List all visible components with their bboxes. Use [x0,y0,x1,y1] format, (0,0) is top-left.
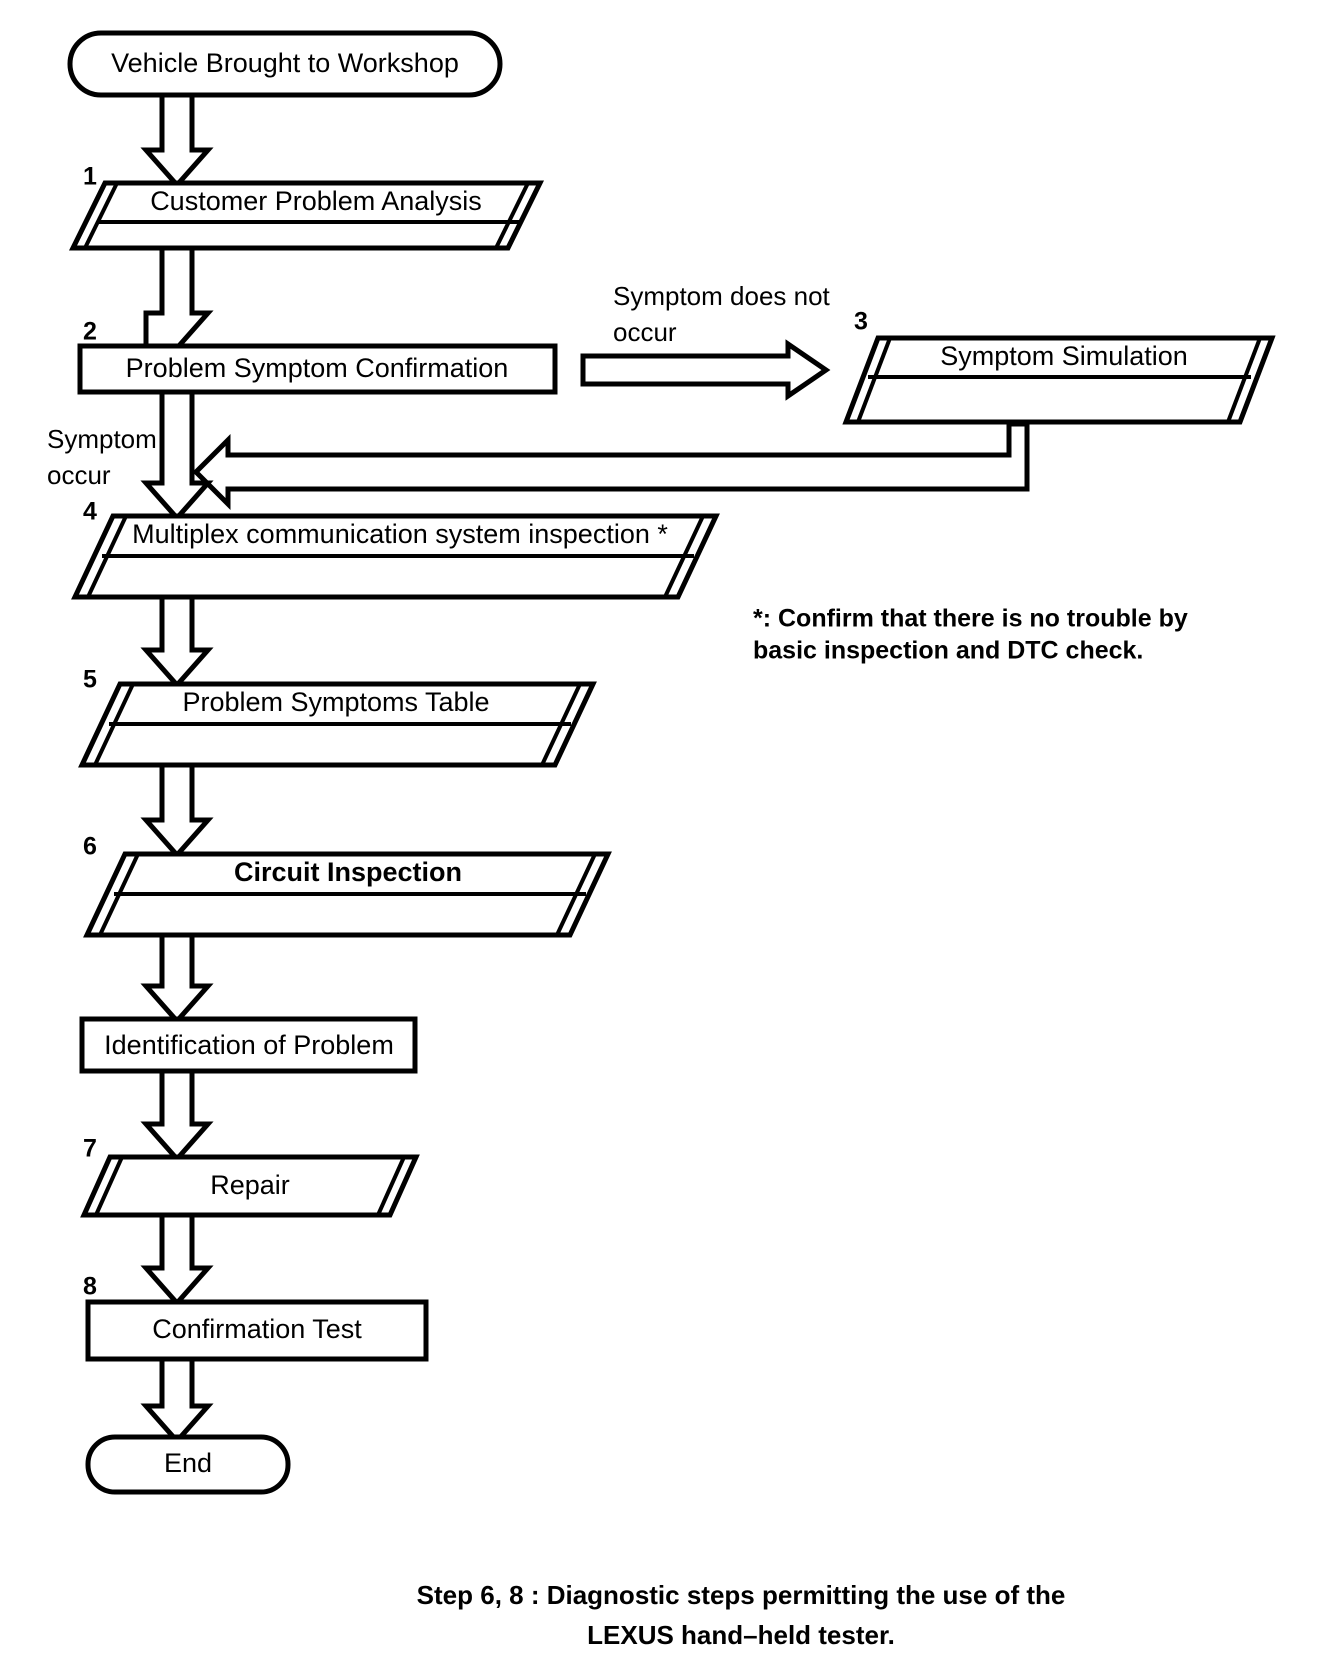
symptom-occur-line1: Symptom [47,424,157,454]
step7-label: Repair [210,1170,290,1200]
step1-left-accent [83,182,119,249]
arrow-step4-to-step5 [140,594,214,689]
step2-number: 2 [83,318,97,346]
step1-number: 1 [83,163,97,191]
step3-shape [842,335,1276,425]
node-step5: Problem Symptoms Table 5 [78,666,597,768]
step2-label: Problem Symptom Confirmation [126,353,509,383]
step3-number: 3 [854,308,868,336]
node-step7: Repair 7 [80,1135,420,1218]
right-arrow-icon [580,339,831,401]
step6-number: 6 [83,833,97,861]
identification-shape [79,1016,418,1074]
feedback-loop-step3-to-step4 [192,421,1030,511]
arrow-step2-to-step3 [580,339,831,401]
node-start: Vehicle Brought to Workshop [67,30,503,98]
step3-label: Symptom Simulation [940,341,1188,371]
step1-shape [68,180,545,251]
node-identification: Identification of Problem [79,1016,418,1074]
arrow-step6-to-identification [140,932,214,1025]
down-arrow-icon [140,389,214,522]
node-step3: Symptom Simulation 3 [842,308,1276,425]
node-step2: Problem Symptom Confirmation 2 [77,318,558,395]
step1-right-accent [494,182,530,249]
caption-line1: Step 6, 8 : Diagnostic steps permitting … [417,1580,1066,1610]
symptom-occur-line2: occur [47,460,111,490]
step1-label: Customer Problem Analysis [150,186,482,216]
feedback-arrow-icon [192,421,1030,511]
caption-line2: LEXUS hand–held tester. [587,1620,895,1650]
down-arrow-icon [140,1068,214,1163]
step3-left-accent [856,337,892,423]
node-step1: Customer Problem Analysis 1 [68,163,545,251]
node-step6: Circuit Inspection 6 [83,833,612,938]
step2-shape [77,343,558,395]
down-arrow-icon [140,932,214,1025]
edge-label-symptom-does-not-occur: Symptom does not occur [613,281,831,347]
down-arrow-icon [140,1212,214,1307]
node-step4: Multiplex communication system inspectio… [71,498,720,600]
step3-right-accent [1226,337,1262,423]
down-arrow-icon [143,245,214,351]
step5-label: Problem Symptoms Table [182,687,489,717]
step8-number: 8 [83,1273,97,1301]
arrow-identification-to-step7 [140,1068,214,1163]
edge-label-symptom-occur: Symptom occur [47,424,157,490]
identification-label: Identification of Problem [104,1030,394,1060]
arrow-step2-to-step4 [140,389,214,522]
step7-shape [80,1154,420,1218]
arrow-step8-to-end [140,1356,214,1445]
down-arrow-icon [140,762,214,859]
arrow-step5-to-step6 [140,762,214,859]
down-arrow-icon [140,1356,214,1445]
step8-shape [85,1299,429,1362]
node-step8: Confirmation Test 8 [83,1273,429,1362]
end-shape [85,1434,291,1495]
footnote-line1: *: Confirm that there is no trouble by [753,605,1188,633]
step4-number: 4 [83,498,97,526]
step7-number: 7 [83,1135,97,1163]
end-label: End [164,1448,212,1478]
start-label: Vehicle Brought to Workshop [111,48,459,78]
arrow-step1-to-step2 [143,245,214,351]
step8-label: Confirmation Test [152,1314,362,1344]
arrow-start-to-step1 [140,92,214,189]
step6-label: Circuit Inspection [234,857,462,887]
footnote-line2: basic inspection and DTC check. [753,637,1143,665]
down-arrow-icon [140,594,214,689]
symptom-not-occur-line1: Symptom does not [613,281,831,311]
step7-right-accent [376,1156,406,1216]
step5-number: 5 [83,666,97,694]
arrow-step7-to-step8 [140,1212,214,1307]
node-end: End [85,1434,291,1495]
bottom-caption: Step 6, 8 : Diagnostic steps permitting … [417,1580,1066,1650]
footnote: *: Confirm that there is no trouble by b… [753,605,1188,665]
step7-left-accent [94,1156,124,1216]
start-shape [67,30,503,98]
step4-label: Multiplex communication system inspectio… [132,519,668,549]
symptom-not-occur-line2: occur [613,317,677,347]
down-arrow-icon [140,92,214,189]
